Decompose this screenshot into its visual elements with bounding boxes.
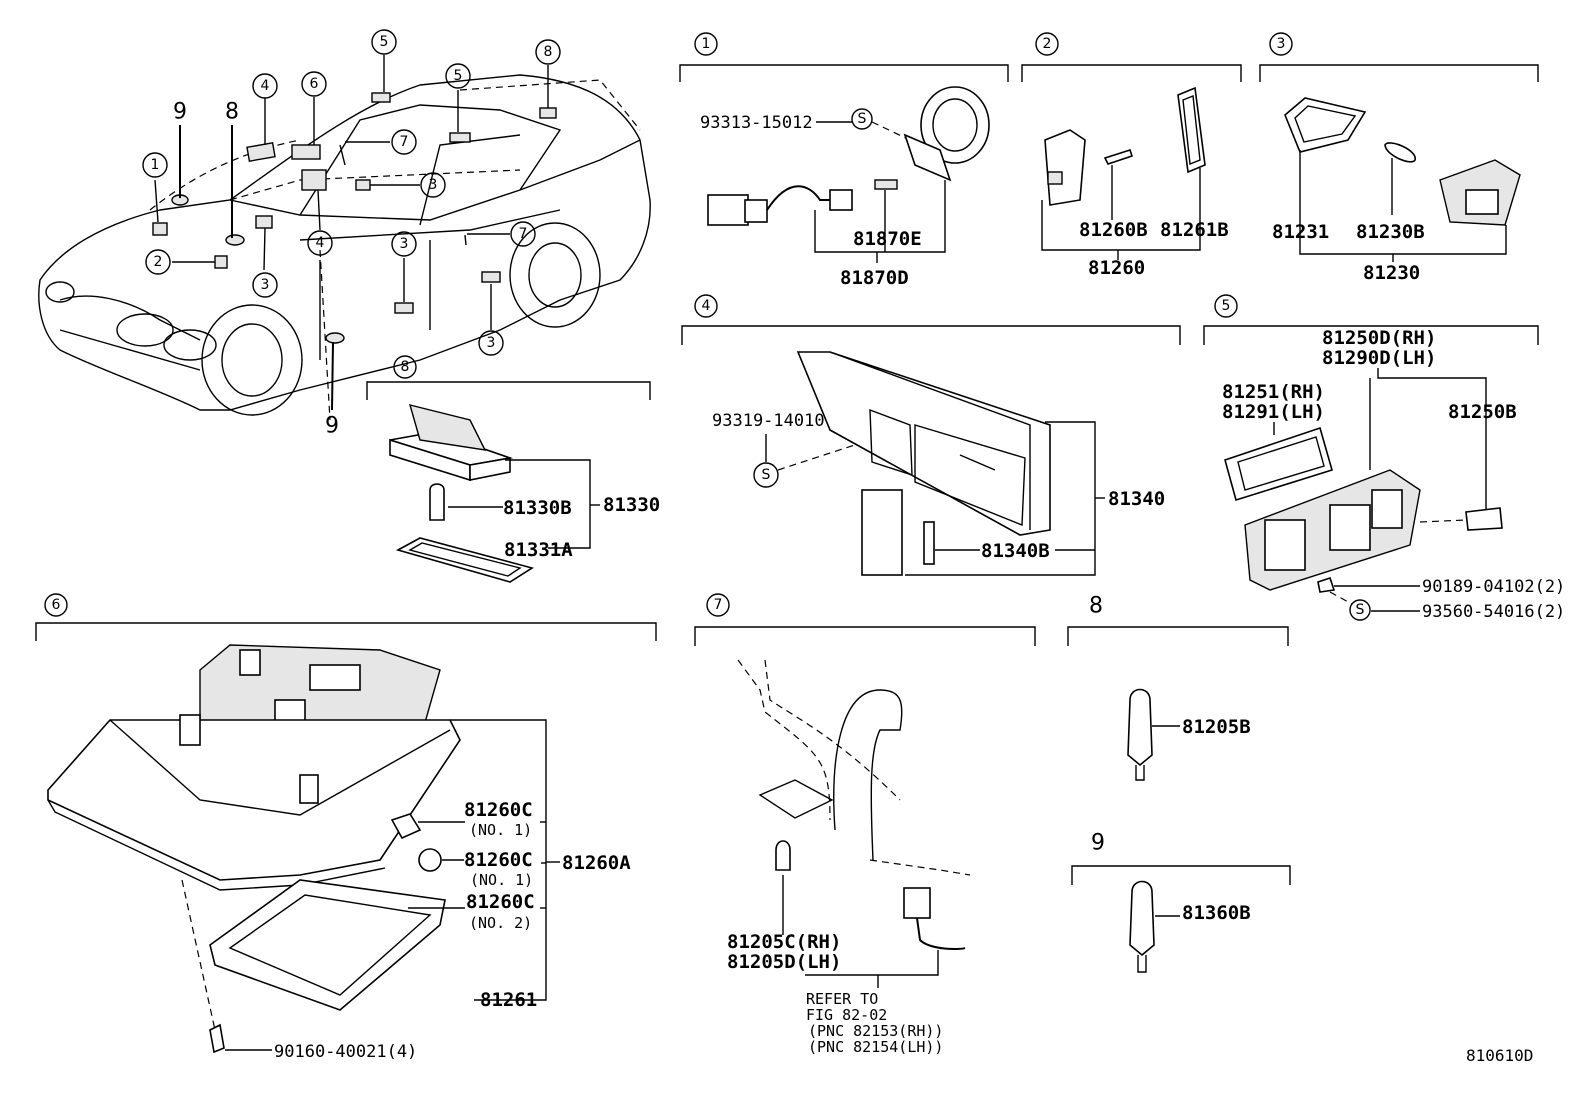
callout-7b: 7: [519, 226, 528, 242]
section-6: 6 81260C (NO. 1) 81260C: [35, 593, 657, 1062]
section-5: 5 81250D(RH) 81290D(LH) 81251(RH) 81291(…: [1203, 294, 1565, 622]
callout-4b: 4: [316, 235, 325, 251]
section-7: 7 81205C(RH) 81205D(LH) REFER TO FIG 82-…: [694, 593, 1036, 1056]
callout-4a: 4: [261, 78, 270, 94]
section-4: 4 93319-14010(2) S 81340B 81340: [681, 294, 1181, 576]
diagram-code: 810610D: [1466, 1046, 1533, 1065]
part-81250B: 81250B: [1448, 401, 1517, 423]
part-81260C-b: 81260C: [464, 849, 533, 871]
part-90189-04102: 90189-04102(2): [1422, 577, 1565, 597]
part-81870E: 81870E: [853, 228, 922, 250]
part-81330: 81330: [603, 494, 660, 516]
callout-6: 6: [310, 76, 319, 92]
refer-pnc-rh: (PNC 82153(RH)): [808, 1022, 943, 1040]
part-81250D: 81250D(RH): [1322, 327, 1436, 349]
part-93313-15012: 93313-15012: [700, 113, 813, 133]
section-8: 8 81205B: [1067, 594, 1289, 781]
section-8-number: 8: [1089, 594, 1103, 619]
callout-3d: 3: [487, 335, 496, 351]
part-93560-54016: 93560-54016(2): [1422, 602, 1565, 622]
section-2-number: 2: [1043, 36, 1052, 52]
callout-8b: 8: [225, 100, 239, 125]
part-81230: 81230: [1363, 262, 1420, 284]
part-81340B: 81340B: [981, 540, 1050, 562]
car-overview: [38, 74, 651, 421]
part-81205C: 81205C(RH): [727, 931, 841, 953]
part-81360B: 81360B: [1182, 902, 1251, 924]
section-1: 1 93313-15012 S 81870E 81870D: [679, 32, 1009, 289]
part-81331A: 81331A: [504, 539, 573, 561]
car-callout-leaders: [154, 55, 549, 411]
section-2: 2 81260B 81261B 81260: [1021, 32, 1242, 279]
section-3-number: 3: [1277, 36, 1286, 52]
part-81260C-c: 81260C: [466, 891, 535, 913]
note-no1-a: (NO. 1): [469, 821, 532, 839]
callout-3a: 3: [429, 177, 438, 193]
section-7-number: 7: [714, 597, 723, 613]
callout-3b: 3: [261, 277, 270, 293]
callout-5b: 5: [454, 68, 463, 84]
part-81205B: 81205B: [1182, 716, 1251, 738]
part-81260B: 81260B: [1079, 219, 1148, 241]
section-3: 3 81231 81230B 81230: [1259, 32, 1539, 284]
svg-text:S: S: [858, 111, 867, 127]
part-81231: 81231: [1272, 221, 1329, 243]
callout-8: 8: [544, 44, 553, 60]
part-81330B: 81330B: [503, 497, 572, 519]
car-callouts: 1 2 4 6 5 5 8 7 3 3 4 3 7 3 9 8 9: [142, 29, 561, 439]
callout-7a: 7: [400, 134, 409, 150]
callout-1: 1: [151, 157, 160, 173]
part-81230B: 81230B: [1356, 221, 1425, 243]
part-81251: 81251(RH): [1222, 381, 1325, 403]
refer-fig: FIG 82-02: [806, 1006, 887, 1024]
callout-9b: 9: [325, 414, 339, 439]
part-81260: 81260: [1088, 257, 1145, 279]
callout-5a: 5: [380, 34, 389, 50]
section-8-top-number: 8: [401, 359, 410, 375]
section-5-number: 5: [1222, 298, 1231, 314]
section-6-number: 6: [52, 597, 61, 613]
part-81290D: 81290D(LH): [1322, 347, 1436, 369]
part-81291: 81291(LH): [1222, 401, 1325, 423]
note-no2: (NO. 2): [469, 914, 532, 932]
part-81340: 81340: [1108, 488, 1165, 510]
section-8-top: 8 81330B 81330 81331A: [366, 355, 660, 583]
part-90160-40021: 90160-40021(4): [274, 1042, 417, 1062]
part-81261: 81261: [480, 989, 537, 1011]
callout-2: 2: [154, 254, 163, 270]
part-81260A: 81260A: [562, 852, 631, 874]
refer-pnc-lh: (PNC 82154(LH)): [808, 1038, 943, 1056]
part-93319-14010: 93319-14010(2): [712, 411, 855, 431]
section-4-number: 4: [702, 298, 711, 314]
section-9: 9 81360B: [1071, 831, 1291, 973]
part-81260C-a: 81260C: [464, 799, 533, 821]
part-81870D: 81870D: [840, 267, 909, 289]
section-9-number: 9: [1091, 831, 1105, 856]
callout-3c: 3: [400, 236, 409, 252]
callout-9a: 9: [173, 100, 187, 125]
svg-text:S: S: [1356, 602, 1365, 618]
refer-to: REFER TO: [806, 990, 878, 1008]
part-81261B: 81261B: [1160, 219, 1229, 241]
section-1-number: 1: [702, 36, 711, 52]
svg-text:S: S: [762, 467, 771, 483]
note-no1-b: (NO. 1): [470, 871, 533, 889]
part-81205D: 81205D(LH): [727, 951, 841, 973]
